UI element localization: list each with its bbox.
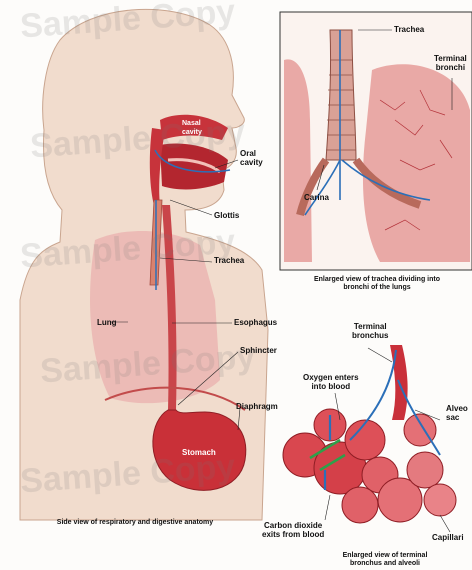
label-oxygen: Oxygen enters into blood <box>303 373 359 391</box>
inset-right-lung <box>363 64 470 262</box>
alveoli-cluster <box>283 409 456 523</box>
inset-trachea <box>326 30 356 160</box>
label-terminal-bronchi: Terminal bronchi <box>434 54 467 72</box>
label-trachea: Trachea <box>214 256 244 265</box>
label-sphincter: Sphincter <box>240 346 277 355</box>
label-alveolar-sac: Alveo sac <box>446 404 468 422</box>
label-esophagus: Esophagus <box>234 318 277 327</box>
label-oral-cavity: Oral cavity <box>240 149 263 167</box>
caption-trachea-inset: Enlarged view of trachea dividing into b… <box>284 276 470 292</box>
label-terminal-bronchus: Terminal bronchus <box>352 322 388 340</box>
label-stomach: Stomach <box>182 448 216 457</box>
label-carbon-dioxide: Carbon dioxide exits from blood <box>262 521 324 539</box>
label-glottis: Glottis <box>214 211 239 220</box>
label-nasal-cavity: Nasal cavity <box>182 119 202 137</box>
label-carina: Carina <box>304 193 329 202</box>
caption-side-view: Side view of respiratory and digestive a… <box>30 519 240 527</box>
label-diaphragm: Diaphragm <box>236 402 278 411</box>
label-lung: Lung <box>97 318 117 327</box>
label-trachea-inset: Trachea <box>394 25 424 34</box>
caption-alveoli: Enlarged view of terminal bronchus and a… <box>320 552 450 568</box>
label-capillaries: Capillari <box>432 533 464 542</box>
